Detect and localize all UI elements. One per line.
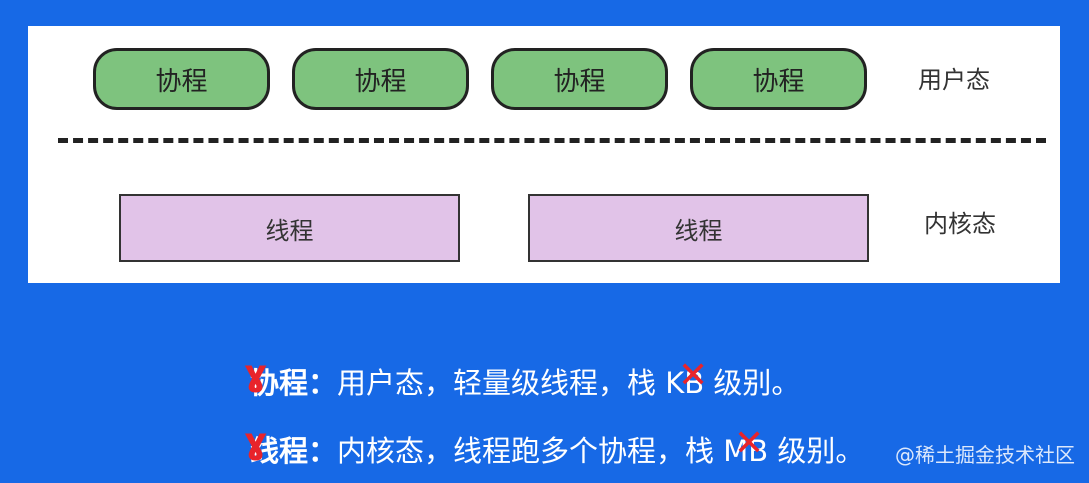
thread-note-body: 内核态，线程跑多个协程，栈 MB 级别。 (337, 434, 865, 468)
coroutine-note-colon: ： (308, 366, 338, 400)
diagram-panel: 协程 协程 协程 协程 用户态 线程 线程 内核态 (28, 26, 1060, 283)
thread-note: 线程：内核态，线程跑多个协程，栈 MB 级别。 (250, 428, 864, 470)
coroutine-note: 协程：用户态，轻量级线程，栈 KB 级别。 (250, 360, 800, 402)
coroutine-note-body: 用户态，轻量级线程，栈 KB 级别。 (337, 366, 801, 400)
coroutine-box: 协程 (690, 48, 867, 110)
coroutine-box: 协程 (491, 48, 668, 110)
red-annotation-mark: ɣ (244, 421, 268, 462)
coroutine-label: 协程 (553, 66, 606, 97)
coroutine-label: 协程 (155, 66, 208, 97)
thread-box: 线程 (119, 194, 460, 262)
thread-note-head: 线程 (250, 434, 309, 468)
watermark: @稀土掘金技术社区 (895, 443, 1075, 467)
coroutine-label: 协程 (354, 66, 407, 97)
red-annotation-mark: ✕ (678, 355, 709, 396)
coroutine-box: 协程 (93, 48, 270, 110)
thread-note-colon: ： (308, 434, 338, 468)
user-space-label: 用户态 (918, 66, 990, 94)
thread-label: 线程 (674, 216, 723, 245)
space-divider (58, 138, 1046, 143)
coroutine-box: 协程 (292, 48, 469, 110)
red-annotation-mark: ✕ (734, 423, 765, 464)
red-annotation-mark: ɣ (244, 353, 268, 394)
thread-label: 线程 (265, 216, 314, 245)
coroutine-note-head: 协程 (250, 366, 309, 400)
coroutine-label: 协程 (752, 66, 805, 97)
thread-box: 线程 (528, 194, 869, 262)
kernel-space-label: 内核态 (924, 210, 996, 238)
